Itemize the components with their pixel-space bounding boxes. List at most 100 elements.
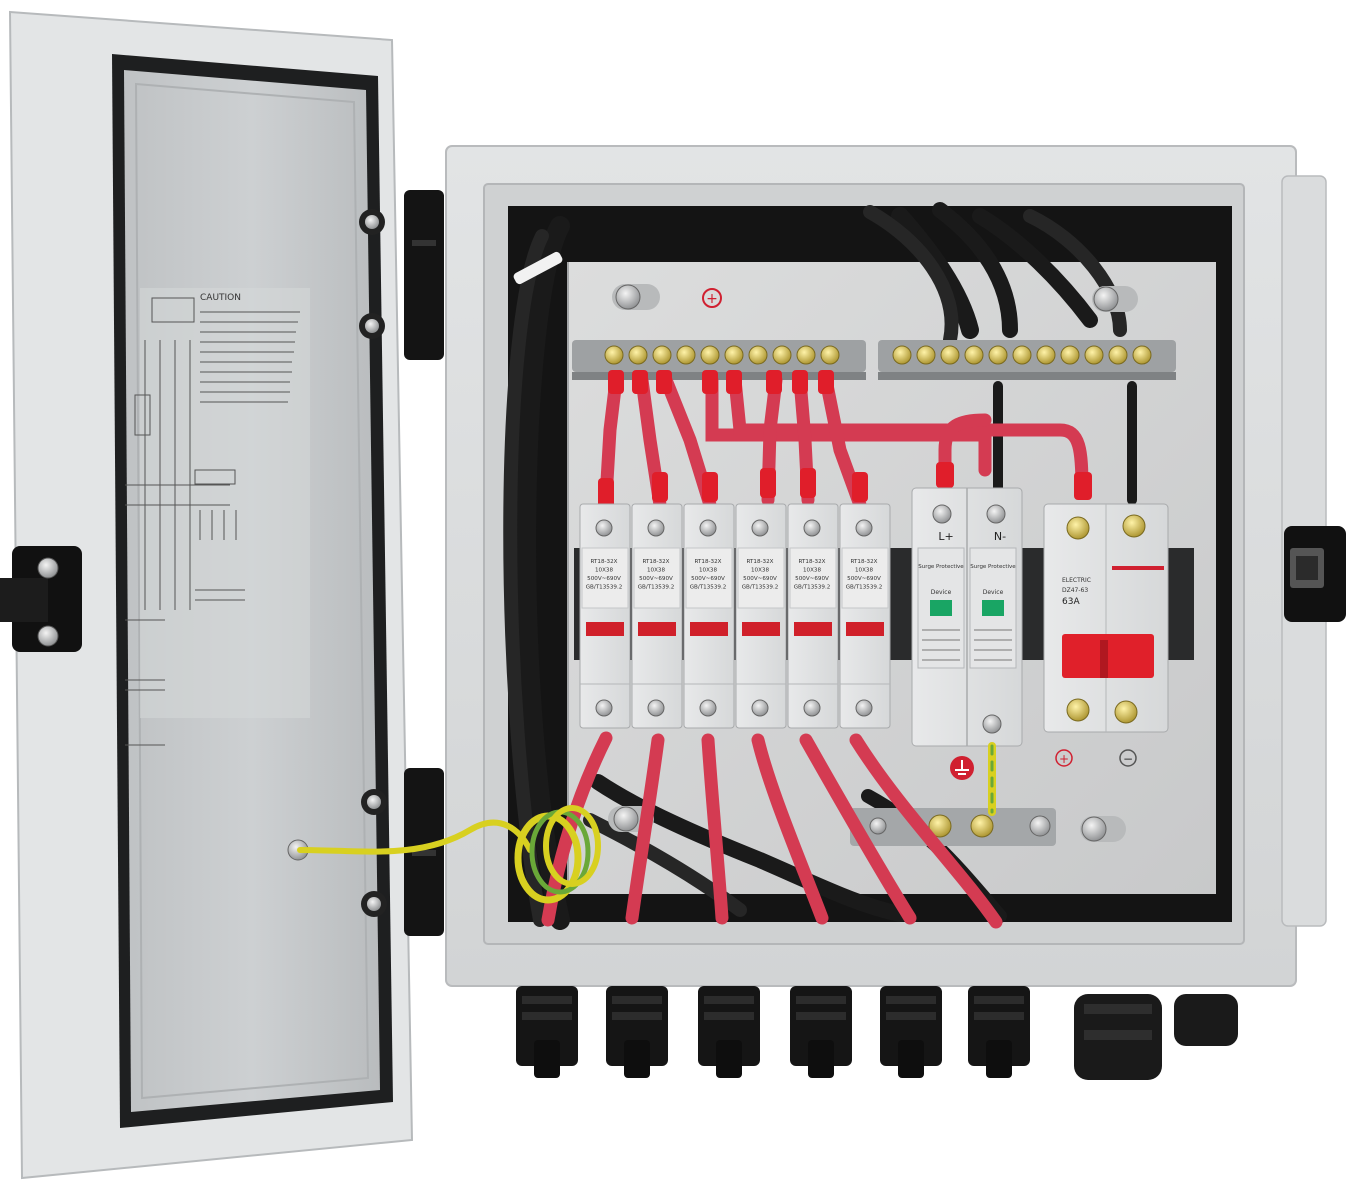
fuse-rating-text: 500V~690V	[795, 576, 829, 582]
wiring-diagram-label: CAUTION	[125, 288, 310, 746]
fuse-rating-text: RT18-32X	[747, 559, 774, 565]
mc4-connector-group	[516, 986, 1030, 1078]
dc-circuit-breaker[interactable]: ELECTRIC DZ47-63 63A	[1043, 503, 1169, 733]
busbar-screw-icon	[892, 345, 912, 365]
svg-text:+: +	[706, 291, 718, 307]
terminal-screw-icon	[855, 519, 873, 537]
spd-indicator-window	[930, 600, 952, 616]
surge-protective-device: L+ N- Surge Protective Surge Protective …	[911, 487, 1023, 747]
side-lock[interactable]	[1284, 526, 1346, 622]
spd-device-l: Device	[931, 589, 952, 596]
mc4-connector	[698, 986, 760, 1078]
busbar-screw-icon	[724, 345, 744, 365]
ground-symbol-icon	[950, 756, 974, 780]
busbar-screw-icon	[820, 345, 840, 365]
fuse-rating-text: 10X38	[647, 568, 666, 574]
cable-sleeves	[598, 370, 1092, 508]
mc4-connector	[790, 986, 852, 1078]
terminal-screw-icon	[751, 699, 769, 717]
terminal-screw-icon	[647, 699, 665, 717]
terminal-screw-icon	[699, 519, 717, 537]
cable-gland	[1074, 994, 1238, 1080]
enclosure-door: CAUTION	[0, 10, 414, 1180]
fuse-indicator-window	[794, 622, 832, 636]
caution-heading: CAUTION	[200, 293, 241, 303]
terminal-screw-icon	[595, 519, 613, 537]
fuse-rating-text: RT18-32X	[643, 559, 670, 565]
fuse-indicator-window	[846, 622, 884, 636]
mc4-connector	[516, 986, 578, 1078]
fuse-rating-text: 500V~690V	[639, 576, 673, 582]
fuse-rating-text: GB/T13539.2	[846, 585, 883, 591]
fuse-holder-group: RT18-32X10X38500V~690VGB/T13539.2RT18-32…	[579, 503, 891, 729]
fuse-rating-text: 10X38	[803, 568, 822, 574]
fuse-indicator-window	[586, 622, 624, 636]
terminal-screw-icon	[699, 699, 717, 717]
fuse-rating-text: 10X38	[595, 568, 614, 574]
fuse-indicator-window	[742, 622, 780, 636]
fuse-rating-text: 10X38	[855, 568, 874, 574]
ground-wire	[297, 742, 996, 904]
fuse-holder[interactable]: RT18-32X 10X38 500V~690V GB/T13539.2	[683, 503, 735, 729]
fuse-rating-text: 500V~690V	[743, 576, 777, 582]
polarity-marks: + −	[1055, 749, 1137, 767]
hinge-bottom	[404, 768, 444, 936]
fuse-rating-text: GB/T13539.2	[742, 585, 779, 591]
fuse-rating-text: RT18-32X	[851, 559, 878, 565]
busbar-screw-icon	[1060, 345, 1080, 365]
negative-mark: −	[1123, 752, 1133, 766]
terminal-screw-icon	[751, 519, 769, 537]
terminal-screw-icon	[855, 699, 873, 717]
busbar-screw-icon	[772, 345, 792, 365]
mc4-connector	[880, 986, 942, 1078]
breaker-rating: 63A	[1062, 597, 1080, 607]
fuse-rating-text: 10X38	[699, 568, 718, 574]
busbar-screw-icon	[628, 345, 648, 365]
fuse-indicator-window	[638, 622, 676, 636]
fuse-rating-text: GB/T13539.2	[690, 585, 727, 591]
spd-indicator-window	[982, 600, 1004, 616]
breaker-model: DZ47-63	[1062, 587, 1088, 594]
busbar-screw-icon	[988, 345, 1008, 365]
terminal-screw-icon	[803, 699, 821, 717]
busbar-screw-icon	[1108, 345, 1128, 365]
spd-title-l: Surge Protective	[918, 564, 964, 570]
fuse-indicator-window	[690, 622, 728, 636]
red-cables-bottom	[541, 731, 1003, 929]
fuse-rating-text: RT18-32X	[591, 559, 618, 565]
busbar-screw-icon	[676, 345, 696, 365]
mc4-connector	[968, 986, 1030, 1078]
spd-pole-n: N-	[994, 530, 1006, 543]
mc4-connector	[606, 986, 668, 1078]
fuse-rating-text: GB/T13539.2	[586, 585, 623, 591]
fuse-rating-text: RT18-32X	[695, 559, 722, 565]
busbar-screw-icon	[1132, 345, 1152, 365]
fuse-holder[interactable]: RT18-32X 10X38 500V~690V GB/T13539.2	[631, 503, 683, 729]
busbar-screw-icon	[748, 345, 768, 365]
positive-mark-top: +	[702, 288, 722, 308]
spd-device-n: Device	[983, 589, 1004, 596]
ground-busbar	[850, 808, 1056, 846]
busbar-screw-icon	[1084, 345, 1104, 365]
busbar-screw-icon	[940, 345, 960, 365]
fuse-rating-text: RT18-32X	[799, 559, 826, 565]
door-latch[interactable]	[0, 546, 82, 652]
busbar-screw-icon	[1036, 345, 1056, 365]
fuse-rating-text: GB/T13539.2	[638, 585, 675, 591]
spd-pole-l: L+	[938, 530, 953, 543]
busbar-screw-icon	[796, 345, 816, 365]
positive-mark: +	[1059, 752, 1069, 766]
fuse-rating-text: 500V~690V	[691, 576, 725, 582]
busbar-screw-icon	[1012, 345, 1032, 365]
busbar-screw-icon	[700, 345, 720, 365]
busbar-screws	[604, 345, 1152, 365]
busbar-screw-icon	[916, 345, 936, 365]
terminal-screw-icon	[803, 519, 821, 537]
busbar-screw-icon	[964, 345, 984, 365]
hinge-top	[404, 190, 444, 360]
